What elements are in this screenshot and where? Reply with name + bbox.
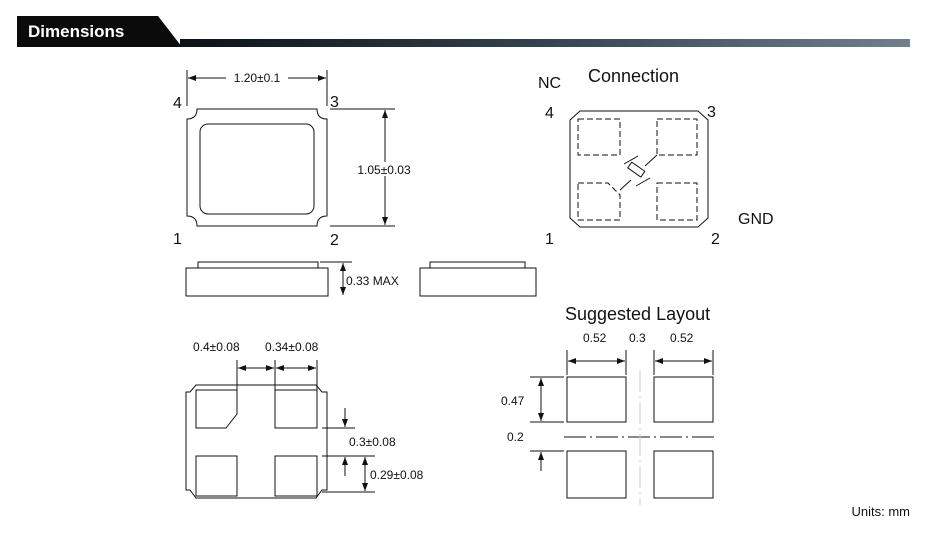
vertical-gap-dimension: 0.3±0.08 [349, 435, 396, 449]
layout-gap-horizontal: 0.3 [629, 331, 646, 345]
suggested-layout: Suggested Layout 0.52 0.3 0.52 0.47 0.2 [501, 304, 716, 505]
suggested-layout-title: Suggested Layout [565, 304, 710, 324]
bottom-view: 0.4±0.08 0.34±0.08 0.3±0.08 0.29±0.08 [185, 340, 424, 499]
height-dimension: 1.05±0.03 [357, 163, 411, 177]
conn-pin-2-label: 2 [711, 231, 720, 248]
layout-pad [653, 450, 714, 499]
conn-pin-1-label: 1 [545, 231, 554, 248]
layout-pad-width-right: 0.52 [670, 331, 694, 345]
pad-width-dimension: 0.4±0.08 [193, 340, 240, 354]
pin-3-label: 3 [330, 94, 339, 111]
layout-pad-width-left: 0.52 [583, 331, 607, 345]
side-view: 0.33 MAX [185, 261, 537, 297]
package-height-dimension: 0.33 MAX [346, 274, 399, 288]
units-label: Units: mm [852, 504, 911, 519]
pin-1-label: 1 [173, 231, 182, 248]
layout-pad-height: 0.47 [501, 394, 525, 408]
layout-pad [653, 376, 714, 423]
layout-gap-vertical: 0.2 [507, 430, 524, 444]
connection-title: Connection [588, 66, 679, 86]
header-bar [180, 39, 910, 47]
pin-2-label: 2 [330, 232, 339, 249]
top-view: 1.20±0.1 1.05±0.03 1 2 3 4 [173, 70, 416, 249]
connection-diagram: NC Connection 4 3 1 2 GND [538, 66, 774, 248]
conn-pin-4-label: 4 [545, 105, 554, 122]
layout-pad [566, 450, 627, 499]
pad-height-dimension: 0.29±0.08 [370, 468, 424, 482]
section-header: Dimensions [17, 16, 910, 47]
pad-gap-dimension: 0.34±0.08 [265, 340, 319, 354]
nc-label: NC [538, 75, 561, 92]
layout-pad [566, 376, 627, 423]
pin-4-label: 4 [173, 95, 182, 112]
gnd-label: GND [738, 211, 774, 228]
conn-pin-3-label: 3 [707, 104, 716, 121]
header-tab [17, 16, 182, 47]
header-title: Dimensions [28, 22, 124, 41]
crystal-symbol-icon [619, 154, 658, 191]
width-dimension: 1.20±0.1 [234, 71, 281, 85]
